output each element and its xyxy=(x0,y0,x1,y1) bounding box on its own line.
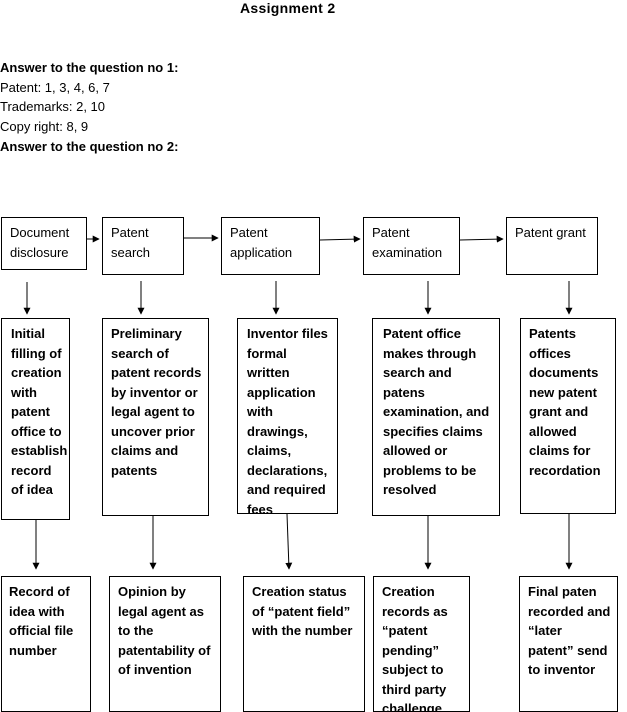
description-box-search: Preliminary search of patent records by … xyxy=(102,318,209,516)
outcome-box-search: Opinion by legal agent as to the patenta… xyxy=(109,576,221,712)
arrow-down-3b xyxy=(285,513,293,570)
description-box-grant: Patents offices documents new patent gra… xyxy=(520,318,616,514)
description-box-examination: Patent office makes through search and p… xyxy=(372,318,500,516)
description-box-application: Inventor files formal written applicatio… xyxy=(237,318,338,514)
document-title: Assignment 2 xyxy=(240,0,336,16)
outcome-box-grant: Final paten recorded and “later patent” … xyxy=(519,576,618,712)
arrow-examination-to-grant xyxy=(459,235,504,243)
description-box-disclosure: Initial filling of creation with patent … xyxy=(1,318,70,520)
patent-answer: Patent: 1, 3, 4, 6, 7 xyxy=(0,80,110,95)
q2-heading: Answer to the question no 2: xyxy=(0,139,179,154)
stage-box-application: Patent application xyxy=(221,217,320,275)
stage-box-search: Patent search xyxy=(102,217,184,275)
outcome-box-examination: Creation records as “patent pending” sub… xyxy=(373,576,470,712)
stage-box-examination: Patent examination xyxy=(363,217,460,275)
outcome-box-application: Creation status of “patent field” with t… xyxy=(243,576,365,712)
stage-box-disclosure: Document disclosure xyxy=(1,217,87,270)
q1-heading: Answer to the question no 1: xyxy=(0,60,179,75)
arrow-application-to-examination xyxy=(319,235,361,243)
trademarks-answer: Trademarks: 2, 10 xyxy=(0,99,106,114)
stage-box-grant: Patent grant xyxy=(506,217,598,275)
outcome-box-disclosure: Record of idea with official file number xyxy=(1,576,91,712)
copyright-answer: Copy right: 8, 9 xyxy=(0,119,89,134)
